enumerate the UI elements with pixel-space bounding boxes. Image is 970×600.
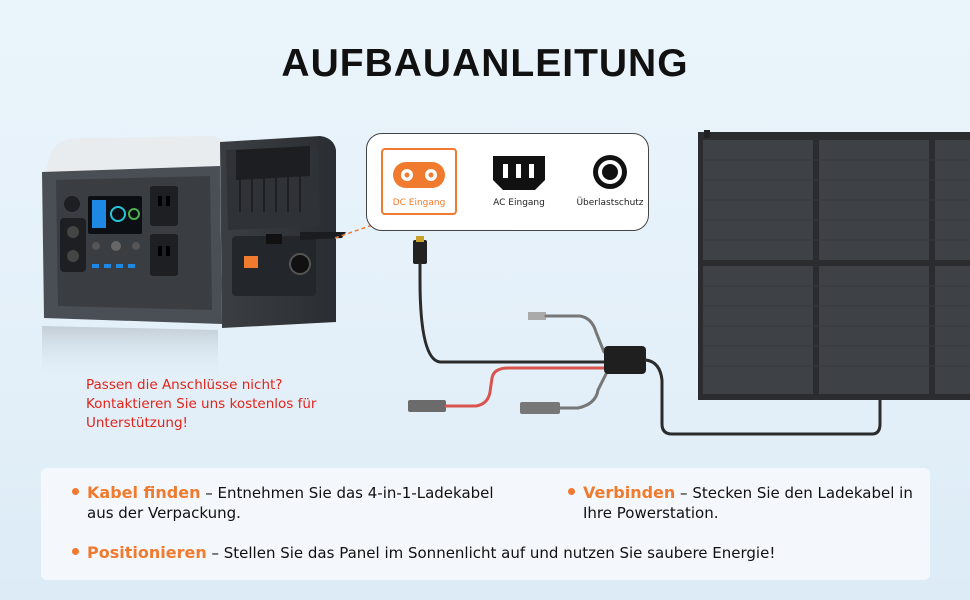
bullet-icon: [72, 488, 79, 495]
dc-input-port: DC Eingang: [381, 148, 457, 215]
instructions-panel: [41, 468, 930, 580]
page-title: AUFBAUANLEITUNG: [281, 42, 689, 85]
overload-protection-label: Überlastschutz: [576, 198, 644, 208]
port-callout: DC Eingang AC Eingang Überlastschutz: [366, 133, 649, 231]
power-station-image: [42, 136, 346, 380]
bullet-icon: [568, 488, 575, 495]
step-find-cable: Kabel finden – Entnehmen Sie das 4-in-1-…: [72, 483, 512, 523]
dc-input-label: DC Eingang: [392, 198, 446, 208]
bullet-icon: [72, 548, 79, 555]
solar-panel-image: [698, 130, 970, 400]
ac-port-icon: [493, 156, 545, 190]
dc-port-icon: [393, 162, 445, 188]
charging-cable-image: [408, 236, 882, 436]
overload-protection-icon: [593, 155, 627, 189]
step-position: Positionieren – Stellen Sie das Panel im…: [72, 543, 922, 563]
support-warning: Passen die Anschlüsse nicht? Kontaktiere…: [86, 377, 317, 431]
ac-input-label: AC Eingang: [493, 198, 545, 208]
step-connect: Verbinden – Stecken Sie den Ladekabel in…: [568, 483, 918, 523]
